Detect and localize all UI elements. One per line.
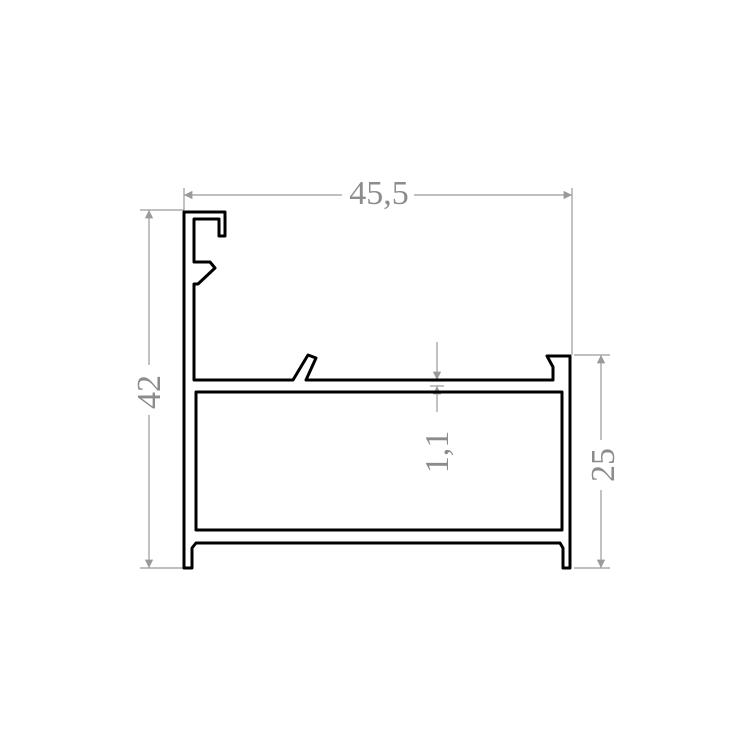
width-dimension: 45,5	[183, 175, 573, 355]
wall-thickness-dimension: 1,1	[419, 342, 456, 473]
height-dimension: 42	[131, 209, 184, 569]
aluminium-profile	[182, 210, 572, 570]
profile-outer-contour	[182, 210, 572, 570]
right-height-dimension: 25	[574, 354, 622, 569]
right-height-dimension-label: 25	[585, 448, 622, 482]
width-dimension-label: 45,5	[349, 175, 409, 212]
profile-inner-chamber	[194, 390, 564, 532]
height-dimension-label: 42	[131, 375, 168, 409]
wall-thickness-label: 1,1	[419, 431, 456, 474]
